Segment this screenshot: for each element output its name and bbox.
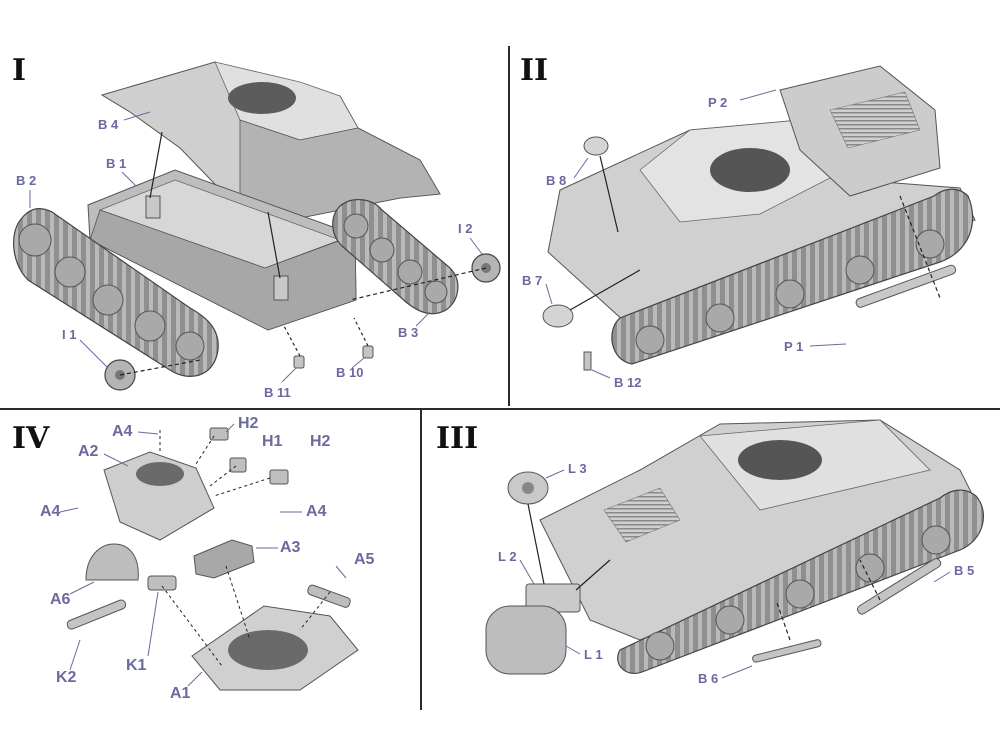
road-wheels-panel-3: [645, 525, 951, 661]
part-callout: A4: [112, 423, 133, 440]
engine-grille-p2: [829, 91, 921, 149]
small-part-b11: [293, 355, 305, 369]
part-callout: B 10: [336, 365, 364, 380]
tool-b6: [752, 639, 822, 663]
mount-peg: [145, 195, 161, 219]
vision-block-h1: [229, 457, 247, 473]
spare-wheel-l3-hub: [522, 482, 534, 494]
part-callout: B 1: [106, 156, 127, 171]
part-callout: H2: [310, 433, 331, 450]
turret-dome-a6: [85, 543, 139, 581]
panel-2-leader-lines: [545, 89, 847, 379]
part-a5: [307, 584, 351, 608]
part-callout: H1: [262, 433, 283, 450]
panel-2-artwork: [542, 65, 976, 379]
turret-ring-panel-2: [710, 148, 790, 192]
panel-2-assembly-lines: [569, 155, 941, 311]
hatch-b7: [542, 304, 574, 328]
step-number: IV: [12, 421, 50, 456]
road-wheels-panel-2: [635, 229, 945, 355]
part-callout: B 11: [264, 385, 291, 400]
panel-3-artwork: [485, 419, 985, 679]
panel-1-assembly-lines: [119, 131, 487, 376]
part-callout: P 1: [784, 339, 804, 354]
gun-barrel-k2: [66, 599, 127, 630]
panel-3-assembly-lines: [527, 503, 881, 641]
part-callout: L 2: [498, 549, 517, 564]
gun-mantlet-a3: [193, 539, 255, 579]
step-number: I: [12, 53, 27, 88]
turret-ring-opening: [228, 82, 296, 114]
part-callout: A4: [40, 503, 61, 520]
step-number: II: [520, 53, 549, 88]
part-callout: B 7: [522, 273, 543, 288]
engine-grille-panel-3: [603, 487, 681, 543]
gun-mount-k1: [147, 575, 177, 591]
part-callout: B 12: [614, 375, 642, 390]
part-callout: L 3: [568, 461, 587, 476]
small-part-b10: [362, 345, 374, 359]
part-callout: A6: [50, 591, 71, 608]
track-panel-2: [611, 188, 974, 365]
panel-1-artwork: [13, 61, 501, 391]
part-callout: I 2: [458, 221, 473, 236]
part-callout: B 6: [698, 671, 719, 686]
vision-block-h2-upper: [209, 427, 229, 441]
turret-opening-panel-3: [738, 440, 822, 480]
part-callout: B 2: [16, 173, 37, 188]
turret-ring-a1-opening: [228, 630, 308, 670]
part-callout: L 1: [584, 647, 603, 662]
panel-1-leader-lines: [29, 111, 483, 383]
part-callout: I 1: [62, 327, 77, 342]
part-callout: A4: [306, 503, 327, 520]
part-callout: H2: [238, 415, 259, 432]
right-road-wheels: [343, 213, 448, 304]
left-road-wheels: [18, 223, 205, 361]
part-callout: P 2: [708, 95, 728, 110]
part-callout: B 3: [398, 325, 419, 340]
part-callout: K2: [56, 669, 77, 686]
vision-block-h2-lower: [269, 469, 289, 485]
panel-4-assembly-lines: [159, 430, 331, 667]
part-callout: A1: [170, 685, 191, 702]
mount-peg: [273, 275, 289, 301]
small-part-b12: [583, 351, 592, 371]
step-number: III: [436, 421, 479, 456]
part-callout: A2: [78, 443, 99, 460]
panel-4-leader-lines: [59, 423, 347, 687]
part-callout: B 5: [954, 563, 975, 578]
upper-hull-side: [239, 119, 441, 219]
vertical-divider-bottom: [420, 410, 422, 710]
hatch-b8: [583, 136, 609, 156]
turret-shell-a2: [103, 451, 215, 541]
part-callout: K1: [126, 657, 147, 674]
vertical-divider-top: [508, 46, 510, 406]
part-callout: B 4: [98, 117, 119, 132]
tool-b5: [857, 558, 942, 615]
horizontal-divider: [0, 408, 1000, 410]
part-callout: A3: [280, 539, 301, 556]
tarp-roll-l1: [485, 605, 567, 675]
turret-cupola-opening: [136, 462, 184, 486]
part-callout: B 8: [546, 173, 567, 188]
panel-4-artwork: [59, 423, 359, 691]
panel-3-leader-lines: [519, 469, 951, 679]
part-callout: A5: [354, 551, 375, 568]
